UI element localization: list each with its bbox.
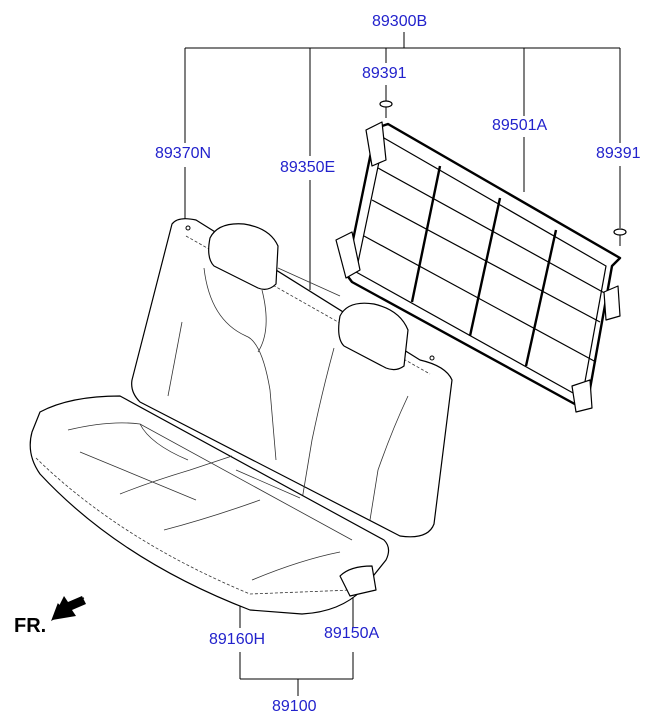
seat-back-frame (335, 121, 622, 413)
label-back-cover-89370n[interactable]: 89370N (155, 145, 212, 162)
seat-cushion (29, 395, 390, 615)
label-bolt-right-89391[interactable]: 89391 (596, 145, 641, 162)
label-assembly-89300b[interactable]: 89300B (372, 13, 428, 30)
front-direction-arrow-icon (51, 596, 86, 622)
bolt-right-graphic (613, 228, 627, 246)
bolt-top-graphic (379, 100, 393, 118)
seat-back (131, 218, 453, 538)
label-back-pad-89350e[interactable]: 89350E (280, 159, 336, 176)
label-cushion-cover-89150a[interactable]: 89150A (324, 625, 380, 642)
leader-lines (184, 32, 621, 696)
label-frame-89501a[interactable]: 89501A (492, 117, 548, 134)
front-direction-label: FR. (14, 615, 47, 637)
label-bolt-top-89391[interactable]: 89391 (362, 65, 407, 82)
label-cushion-pad-89160h[interactable]: 89160H (209, 631, 266, 648)
label-cushion-assembly-89100[interactable]: 89100 (272, 698, 317, 715)
